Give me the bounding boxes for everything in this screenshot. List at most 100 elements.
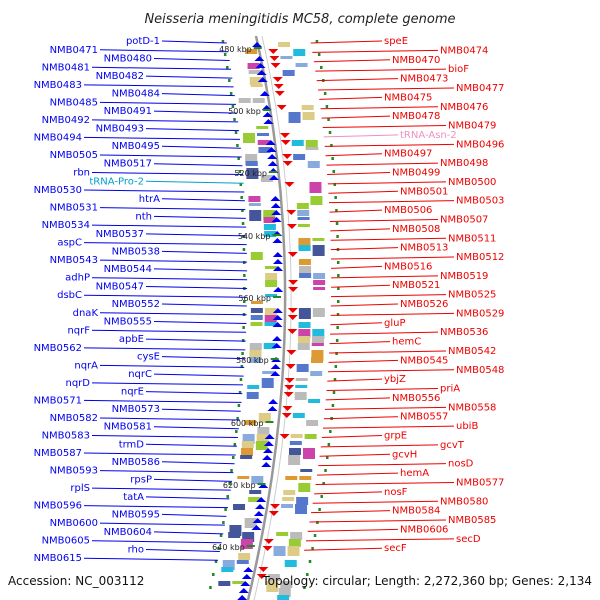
feature-block bbox=[247, 385, 260, 389]
leader-line bbox=[145, 128, 240, 132]
leader-line bbox=[316, 472, 399, 476]
leader-line bbox=[328, 359, 399, 363]
feature-block bbox=[288, 455, 301, 465]
gene-label: aspC bbox=[57, 238, 82, 249]
feature-block bbox=[273, 546, 286, 556]
leader-line bbox=[331, 265, 383, 269]
feature-block bbox=[264, 231, 277, 237]
feature-block bbox=[299, 476, 312, 480]
feature-block bbox=[222, 560, 235, 570]
tick-dot bbox=[317, 53, 321, 56]
leader-line bbox=[330, 247, 399, 251]
tick-dot bbox=[238, 391, 242, 394]
leader-line bbox=[325, 153, 383, 157]
feature-block bbox=[296, 203, 309, 209]
feature-block bbox=[267, 574, 280, 581]
leader-line bbox=[91, 224, 247, 228]
gene-label: NMB0475 bbox=[384, 92, 432, 103]
feature-block bbox=[313, 280, 326, 285]
feature-block bbox=[291, 140, 304, 146]
gene-label: NMB0493 bbox=[96, 124, 144, 135]
forward-arrow bbox=[272, 259, 283, 264]
feature-block bbox=[306, 147, 319, 150]
gene-label: NMB0593 bbox=[50, 466, 98, 477]
gene-label: NMB0494 bbox=[34, 132, 82, 143]
leader-line bbox=[329, 218, 439, 222]
tick-dot bbox=[329, 430, 332, 433]
leader-line bbox=[322, 425, 455, 429]
feature-block bbox=[252, 98, 265, 103]
gene-label: nosF bbox=[384, 487, 408, 498]
tick-dot bbox=[222, 521, 225, 524]
tick-dot bbox=[333, 183, 337, 186]
gene-label: NMB0484 bbox=[112, 89, 160, 100]
feature-block bbox=[280, 56, 293, 59]
feature-block bbox=[285, 476, 298, 480]
leader-line bbox=[324, 143, 455, 147]
tick-dot bbox=[214, 560, 218, 563]
tick-dot bbox=[327, 443, 331, 446]
feature-block bbox=[292, 413, 305, 418]
forward-arrow bbox=[261, 462, 272, 467]
feature-block bbox=[312, 245, 325, 256]
tick-dot bbox=[337, 300, 340, 303]
reverse-arrow bbox=[268, 511, 279, 516]
leader-line bbox=[319, 96, 383, 100]
tick-dot bbox=[237, 157, 240, 160]
forward-arrow bbox=[272, 252, 283, 257]
feature-block bbox=[246, 168, 259, 179]
tick-dot bbox=[223, 53, 227, 56]
feature-block bbox=[263, 224, 276, 230]
gene-label: secF bbox=[384, 543, 407, 554]
gene-label: NMB0480 bbox=[104, 54, 152, 65]
gene-label: dnaK bbox=[73, 308, 99, 319]
feature-block bbox=[307, 161, 320, 168]
tick-dot bbox=[320, 66, 323, 69]
tick-dot bbox=[324, 469, 327, 472]
gene-label: NMB0548 bbox=[456, 365, 504, 376]
reverse-arrow bbox=[273, 84, 284, 89]
forward-arrow bbox=[272, 322, 283, 327]
leader-line bbox=[145, 285, 248, 289]
leader-line bbox=[99, 207, 246, 211]
forward-arrow bbox=[270, 196, 281, 201]
tick-dot bbox=[325, 456, 329, 459]
gene-label: speE bbox=[384, 36, 408, 47]
feature-block bbox=[229, 525, 242, 536]
feature-block bbox=[297, 210, 310, 216]
leader-line bbox=[305, 538, 455, 542]
leader-line bbox=[330, 294, 447, 298]
leader-line bbox=[99, 417, 240, 421]
forward-arrow bbox=[237, 595, 248, 600]
feature-block bbox=[250, 252, 263, 260]
gene-label: NMB0596 bbox=[34, 501, 82, 512]
feature-block bbox=[288, 448, 301, 455]
genome-summary-text: Topology: circular; Length: 2,272,360 bp… bbox=[261, 574, 592, 588]
gene-label: NMB0526 bbox=[400, 299, 448, 310]
forward-arrow bbox=[259, 91, 270, 96]
feature-block bbox=[311, 350, 324, 361]
reverse-arrow bbox=[285, 364, 296, 369]
feature-block bbox=[276, 532, 289, 536]
tick-dot bbox=[231, 456, 235, 459]
tick-dot bbox=[209, 586, 212, 589]
leader-line bbox=[318, 87, 455, 91]
leader-line bbox=[314, 491, 383, 495]
leader-line bbox=[330, 228, 391, 232]
backbone bbox=[246, 35, 292, 600]
reverse-arrow bbox=[287, 315, 298, 320]
leader-line bbox=[323, 134, 399, 138]
tick-dot bbox=[327, 118, 330, 121]
tick-dot bbox=[241, 339, 245, 342]
gene-label: NMB0500 bbox=[448, 177, 496, 188]
gene-label: NMB0556 bbox=[392, 393, 440, 404]
tick-dot bbox=[313, 534, 317, 537]
feature-block bbox=[236, 560, 249, 564]
feature-block bbox=[250, 315, 263, 320]
tick-dot bbox=[335, 222, 339, 225]
tick-dot bbox=[212, 573, 215, 576]
feature-block bbox=[310, 196, 323, 205]
gene-label: NMB0606 bbox=[400, 524, 448, 535]
gene-label: NMB0501 bbox=[400, 186, 448, 197]
feature-block bbox=[288, 539, 301, 547]
